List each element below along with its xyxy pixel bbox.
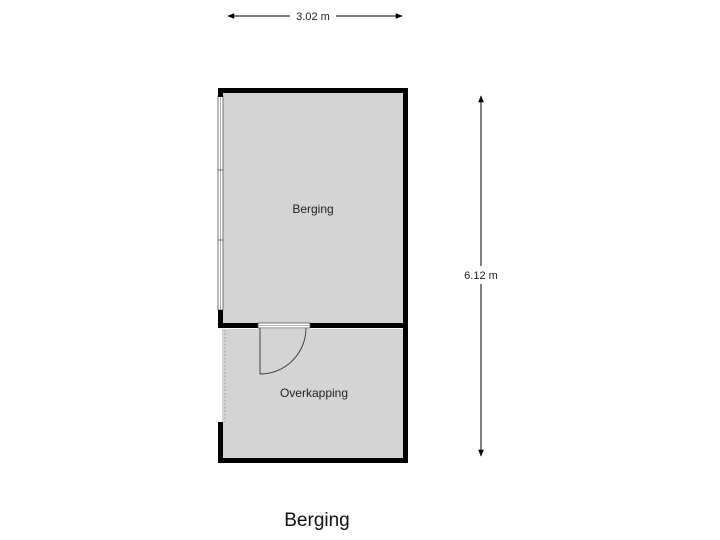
- berging-floor: [222, 92, 404, 325]
- room-label-overkapping: Overkapping: [280, 386, 348, 400]
- height-dimension-label: 6.12 m: [464, 270, 498, 282]
- room-label-berging: Berging: [292, 202, 333, 216]
- door: [257, 322, 311, 375]
- window-left: [217, 95, 224, 311]
- walls: [218, 88, 408, 463]
- overkapping-floor: [222, 329, 404, 459]
- width-dimension-label: 3.02 m: [296, 11, 330, 23]
- plan-title: Berging: [284, 510, 350, 531]
